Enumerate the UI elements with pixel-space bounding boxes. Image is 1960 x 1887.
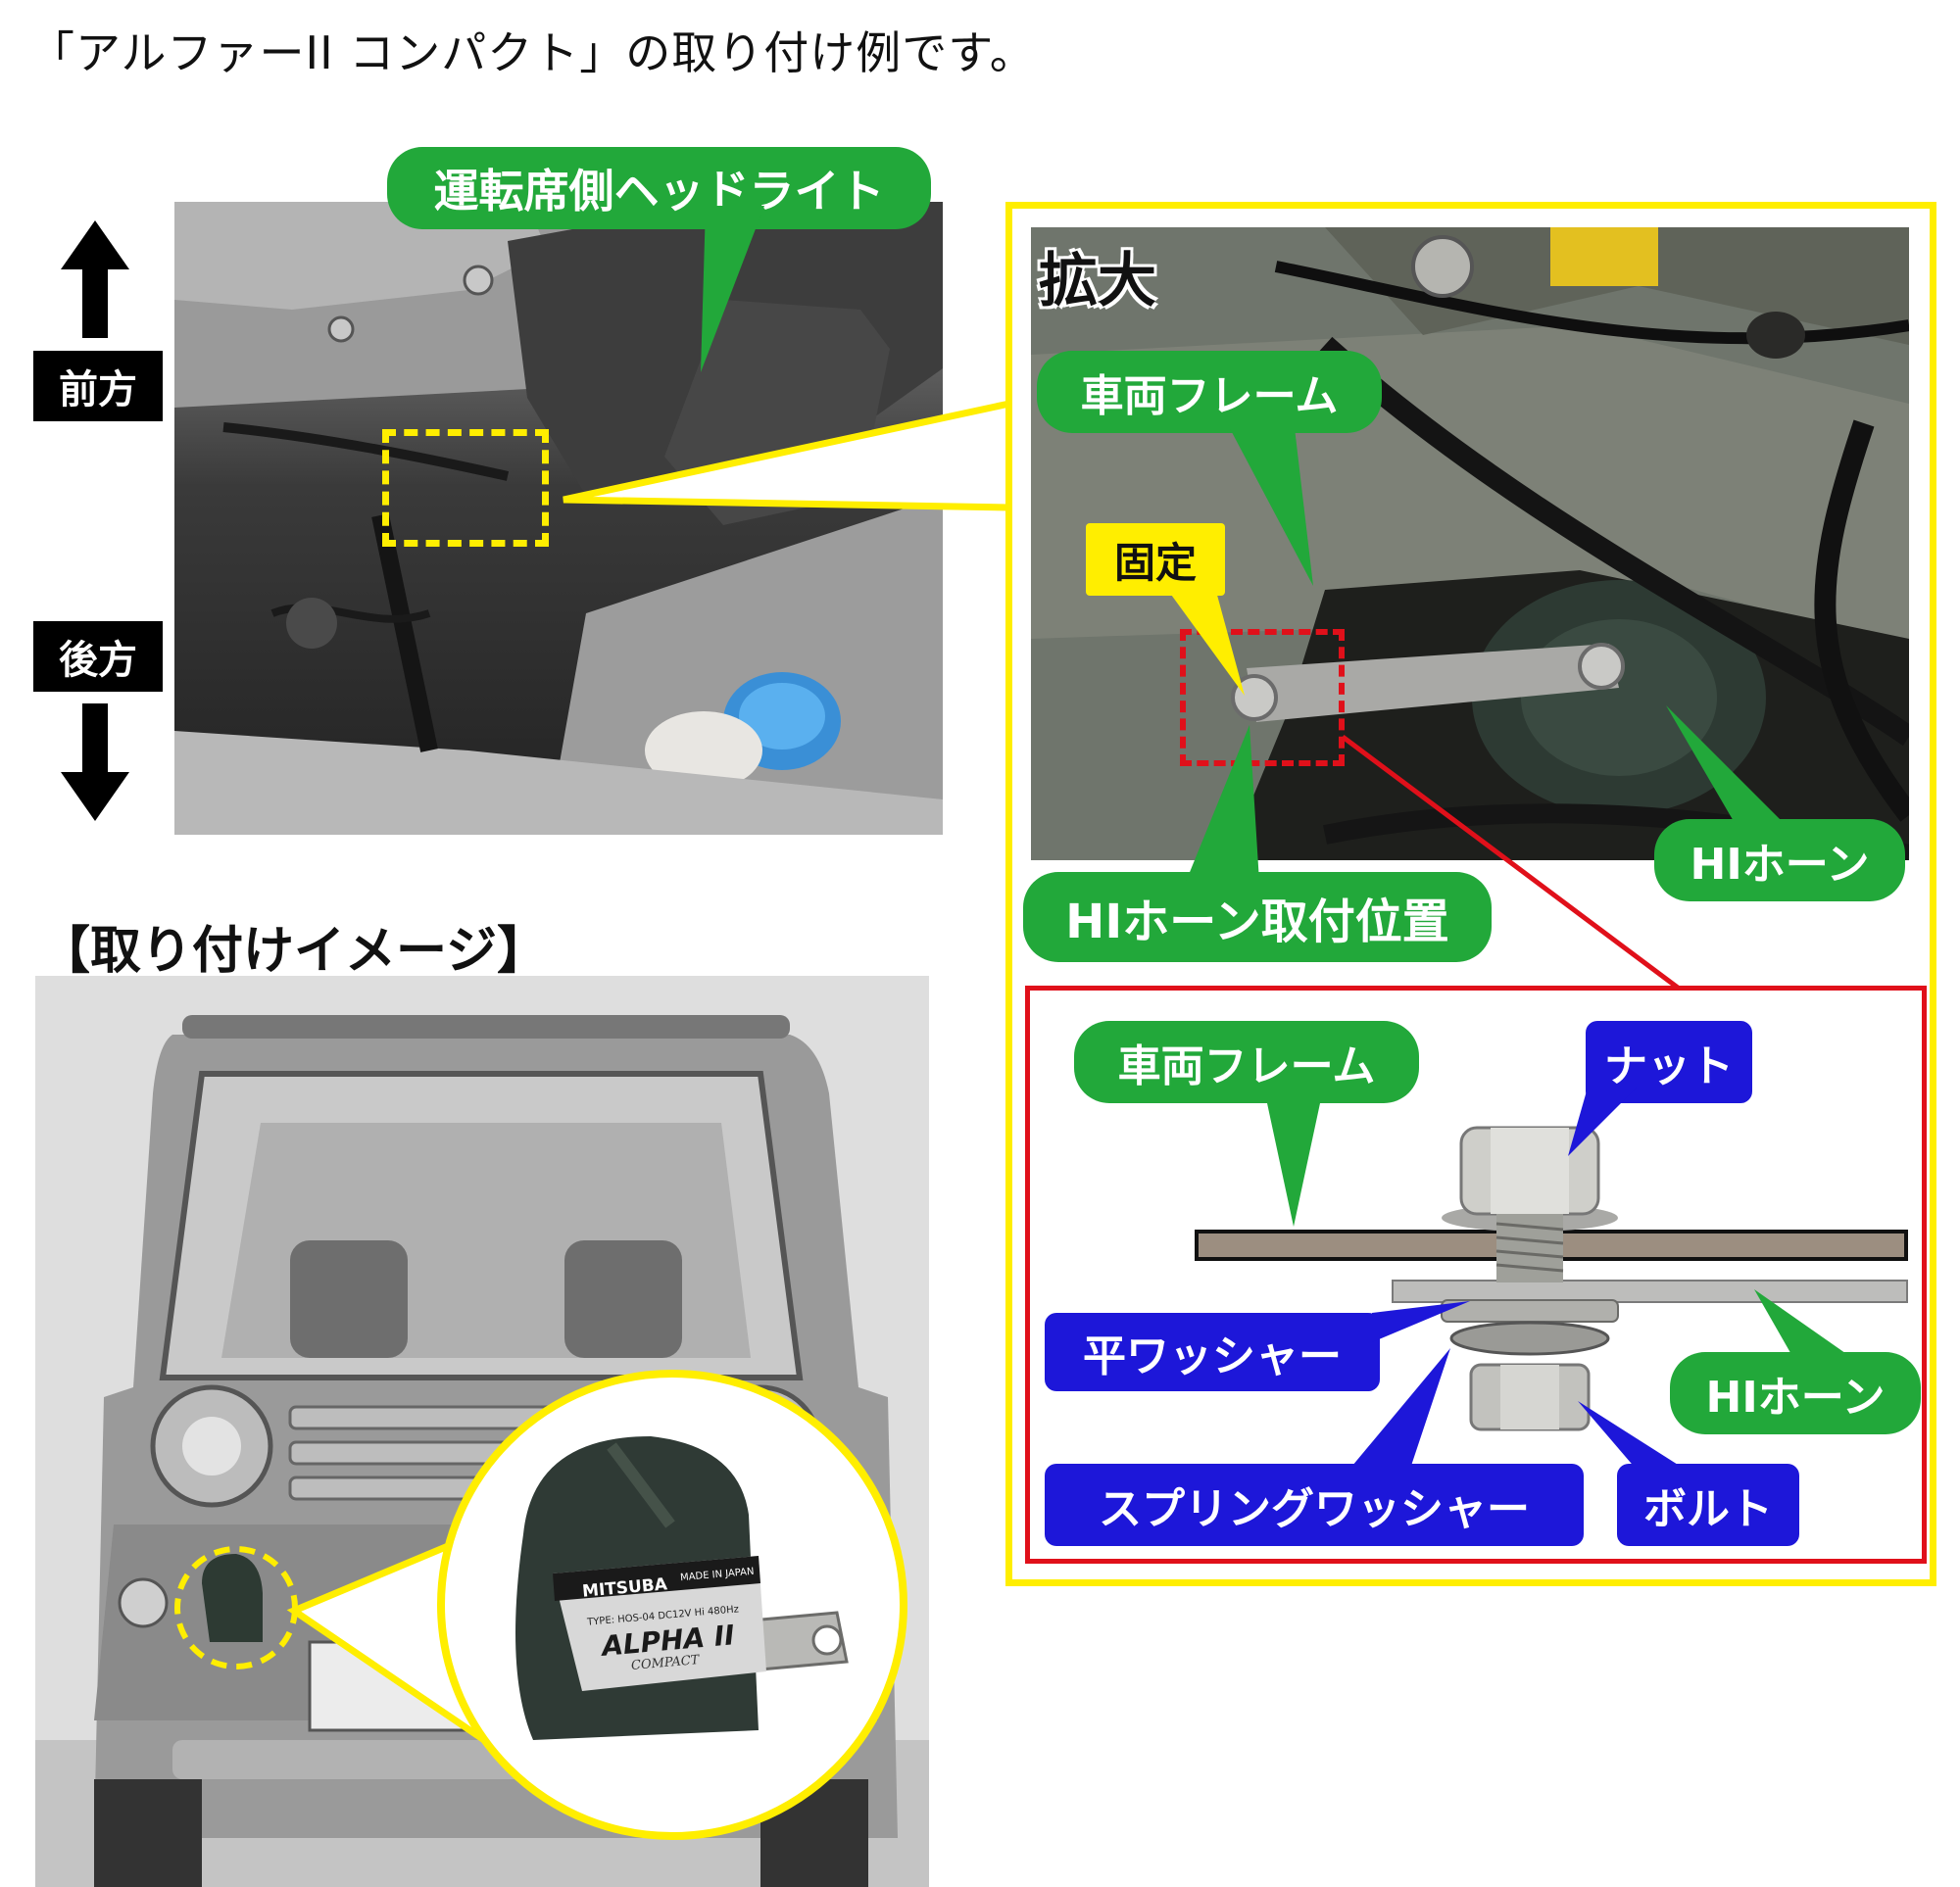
horn-callout-pointer	[1666, 705, 1784, 823]
alpha-compact-horn-image	[515, 1436, 849, 1740]
diagram-frame-callout-pointer	[1264, 1089, 1323, 1227]
diagram-horn-callout-pointer	[1754, 1289, 1852, 1358]
headlight-callout: 運転席側ヘッドライト	[387, 147, 931, 229]
zoom-frame	[1005, 202, 1936, 1586]
fix-callout: 固定	[1086, 523, 1225, 596]
flat-washer-callout-pointer	[1372, 1301, 1470, 1342]
frame-callout-pointer	[1225, 419, 1313, 586]
arrow-down-icon	[61, 703, 129, 821]
spring-washer-callout-pointer	[1352, 1348, 1450, 1466]
rear-direction-label: 後方	[33, 621, 163, 692]
mount-position-callout: HIホーン取付位置	[1023, 872, 1492, 962]
horn-callout: HIホーン	[1654, 819, 1905, 901]
bolt-callout: ボルト	[1617, 1464, 1799, 1546]
mount-position-callout-pointer	[1186, 725, 1259, 882]
product-magnifier: MITSUBA MADE IN JAPAN TYPE: HOS-04 DC12V…	[437, 1370, 907, 1840]
page-title: 「アルファーII コンパクト」の取り付け例です。	[29, 26, 1036, 79]
diagram-frame-callout: 車両フレーム	[1074, 1021, 1419, 1103]
diagram-horn-callout: HIホーン	[1670, 1352, 1921, 1434]
mount-point-highlight	[1180, 629, 1345, 766]
frame-callout: 車両フレーム	[1037, 351, 1382, 433]
fix-callout-pointer	[1166, 588, 1245, 696]
mount-location-highlight	[382, 429, 549, 547]
installation-image-title: 【取り付けイメージ】	[39, 922, 548, 981]
headlight-callout-pointer	[701, 206, 764, 372]
spring-washer-callout: スプリングワッシャー	[1045, 1464, 1584, 1546]
nut-callout-pointer	[1568, 1088, 1637, 1156]
flat-washer-callout: 平ワッシャー	[1045, 1313, 1380, 1391]
front-direction-label: 前方	[33, 351, 163, 421]
arrow-up-icon	[61, 220, 129, 338]
zoom-title: 拡大	[1039, 247, 1156, 315]
nut-callout: ナット	[1586, 1021, 1752, 1103]
bolt-callout-pointer	[1578, 1401, 1686, 1470]
